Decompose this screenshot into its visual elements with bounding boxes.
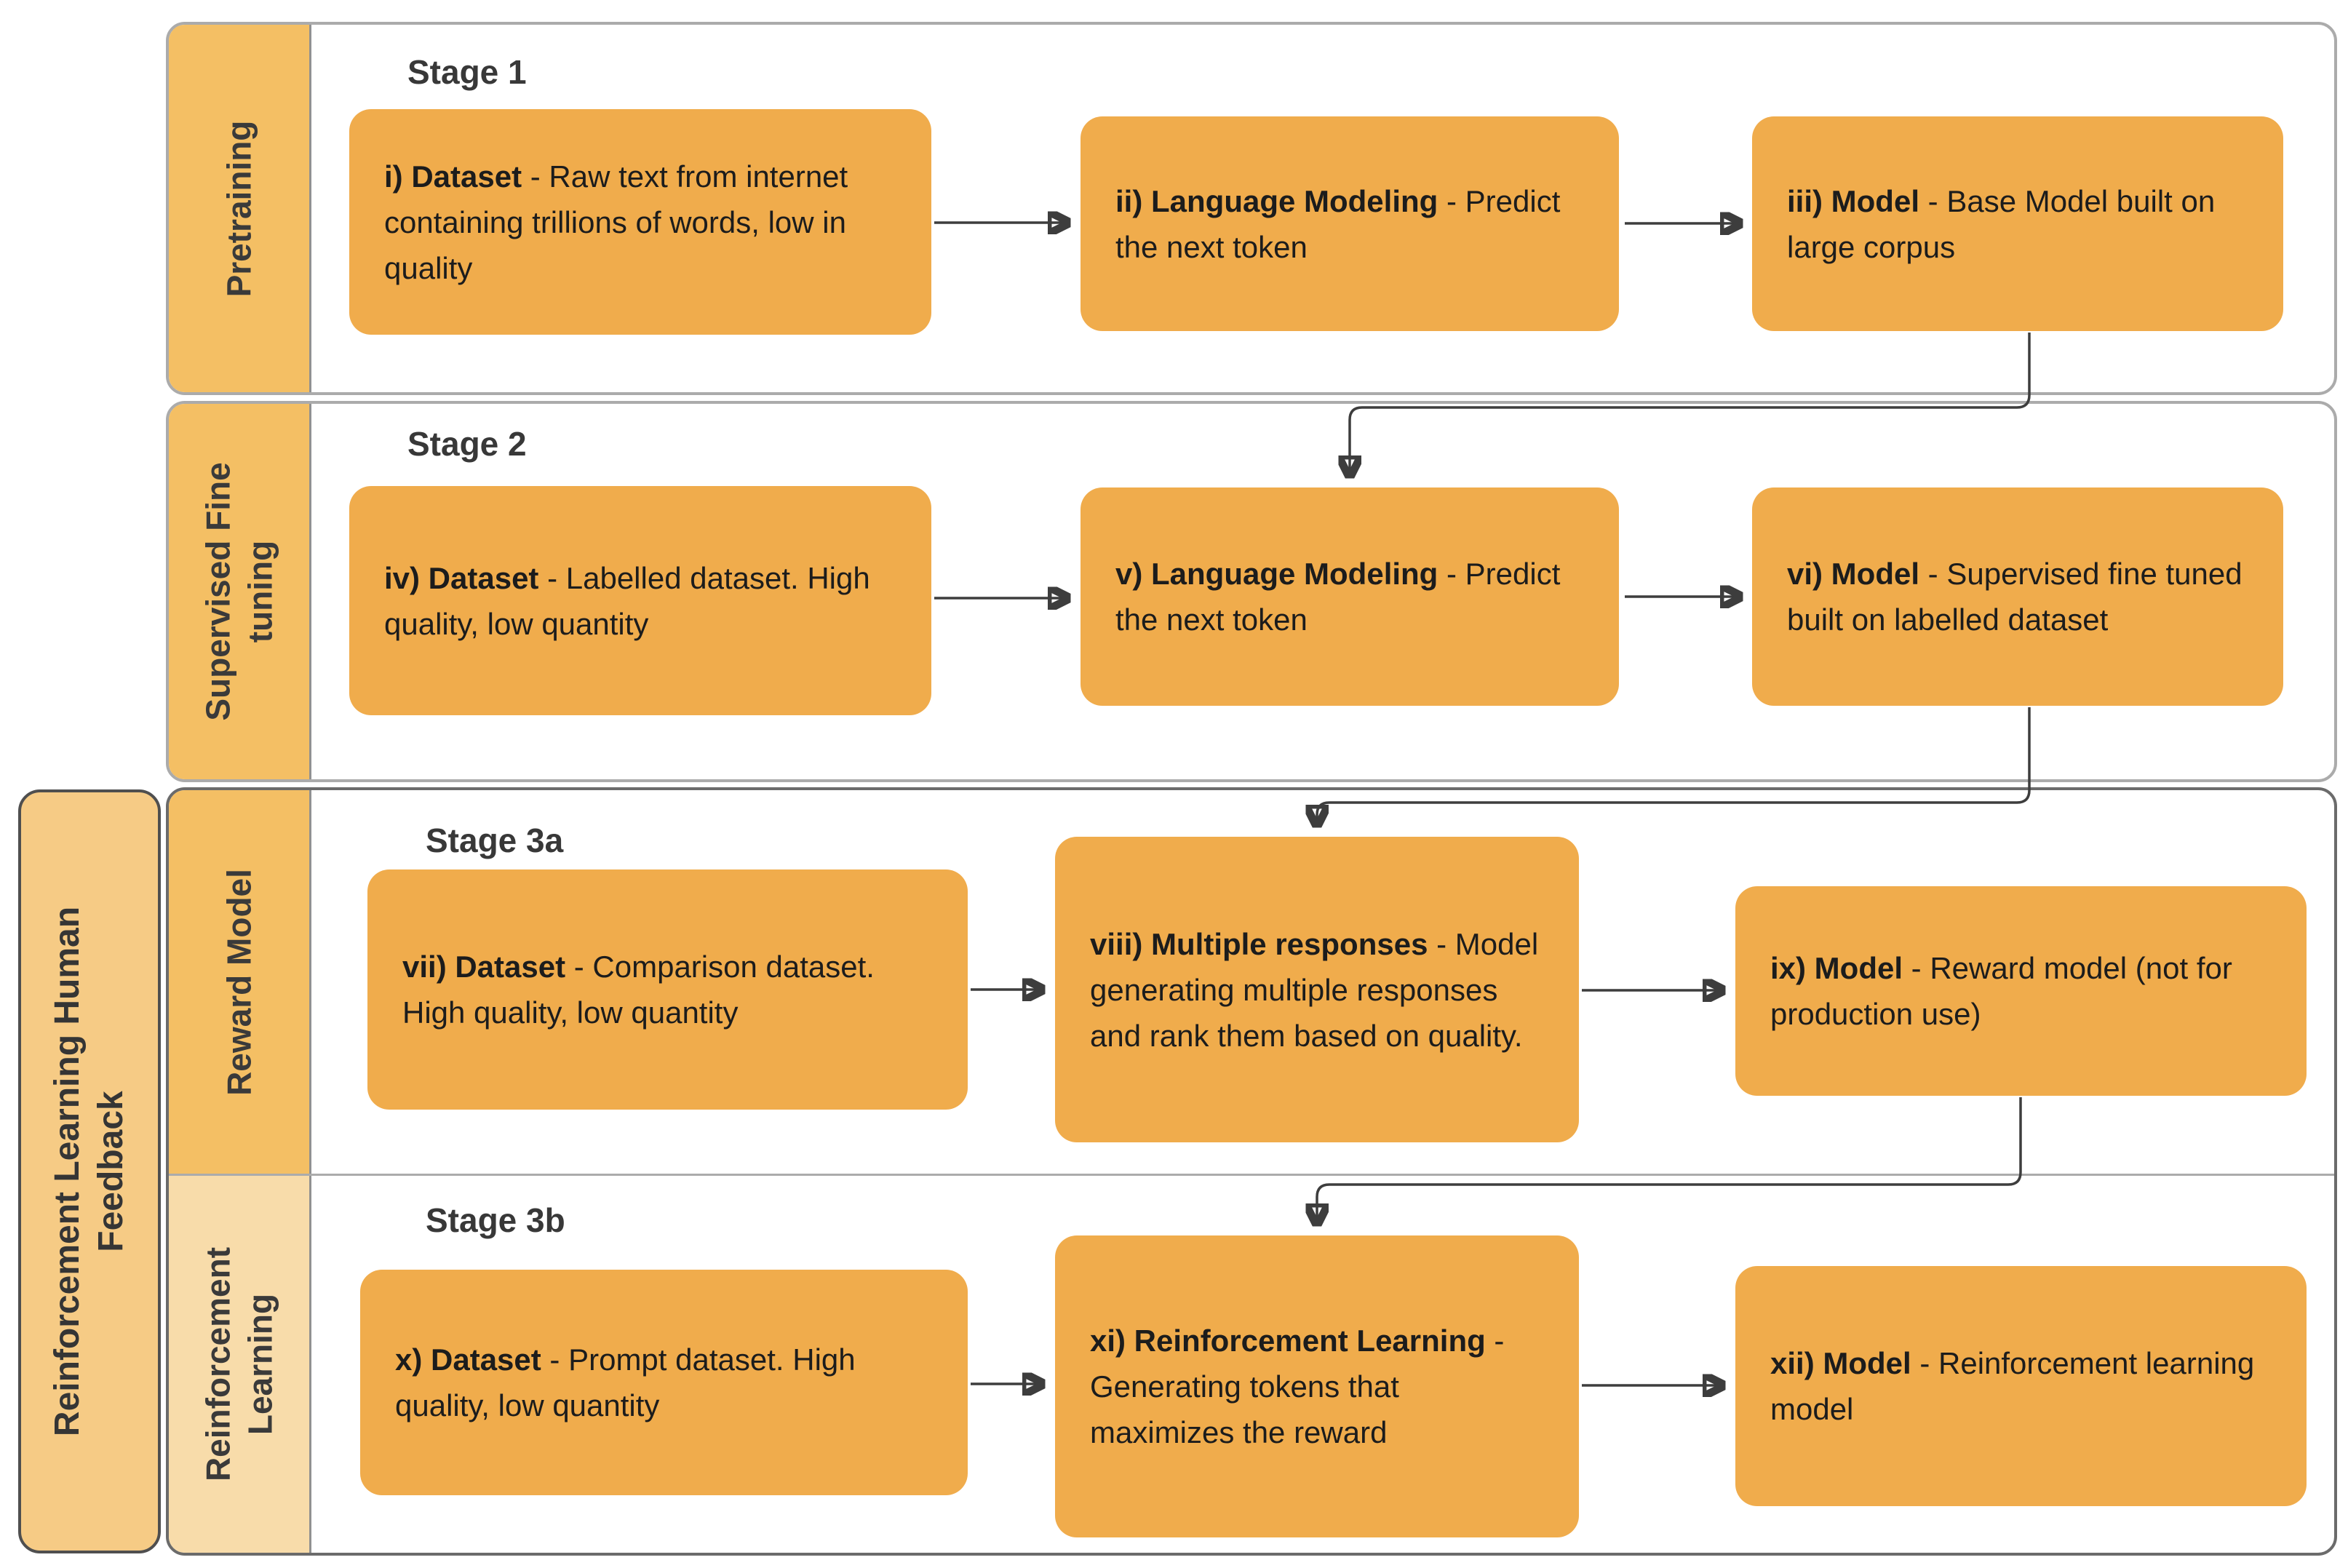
strip-reinforcement-learning: Reinforcement Learning	[169, 1176, 311, 1553]
strip-pretraining: Pretraining	[169, 25, 311, 392]
box-ix-text: ix) Model - Reward model (not for produc…	[1770, 951, 2232, 1031]
strip-label-reinforcement-learning: Reinforcement Learning	[199, 1246, 279, 1482]
box-xii-model: xii) Model - Reinforcement learning mode…	[1735, 1266, 2307, 1506]
box-iv-dataset: iv) Dataset - Labelled dataset. High qua…	[349, 486, 931, 715]
box-i-dataset: i) Dataset - Raw text from internet cont…	[349, 109, 931, 335]
box-v-language-modeling: v) Language Modeling - Predict the next …	[1081, 487, 1619, 706]
stage-title-3a: Stage 3a	[426, 821, 564, 859]
rlhf-sidebar: Reinforcement Learning Human Feedback	[18, 789, 161, 1553]
rlhf-sidebar-label: Reinforcement Learning Human Feedback	[48, 906, 130, 1437]
strip-label-pretraining: Pretraining	[219, 120, 258, 297]
box-viii-multiple-responses: viii) Multiple responses - Model generat…	[1055, 837, 1579, 1142]
box-ii-language-modeling: ii) Language Modeling - Predict the next…	[1081, 116, 1619, 331]
strip-reward-model: Reward Model	[169, 790, 311, 1174]
box-xi-reinforcement-learning: xi) Reinforcement Learning - Generating …	[1055, 1235, 1579, 1537]
stage-title-1: Stage 1	[407, 53, 527, 91]
strip-label-supervised-fine-tuning: Supervised Fine tuning	[199, 462, 279, 721]
box-xii-text: xii) Model - Reinforcement learning mode…	[1770, 1346, 2255, 1426]
box-vii-text: vii) Dataset - Comparison dataset. High …	[402, 950, 875, 1030]
box-ii-text: ii) Language Modeling - Predict the next…	[1115, 183, 1561, 264]
box-i-text: i) Dataset - Raw text from internet cont…	[384, 159, 848, 285]
row-divider-3a-3b	[169, 1174, 2334, 1176]
box-viii-text: viii) Multiple responses - Model generat…	[1090, 926, 1539, 1053]
box-iii-model: iii) Model - Base Model built on large c…	[1752, 116, 2283, 331]
box-iv-text: iv) Dataset - Labelled dataset. High qua…	[384, 560, 870, 641]
box-x-text: x) Dataset - Prompt dataset. High qualit…	[395, 1342, 856, 1422]
stage-title-2: Stage 2	[407, 425, 527, 463]
box-xi-text: xi) Reinforcement Learning - Generating …	[1090, 1324, 1505, 1449]
box-vi-model: vi) Model - Supervised fine tuned built …	[1752, 487, 2283, 706]
stage-title-3b: Stage 3b	[426, 1201, 565, 1239]
box-vii-dataset: vii) Dataset - Comparison dataset. High …	[367, 869, 968, 1110]
box-iii-text: iii) Model - Base Model built on large c…	[1787, 183, 2216, 264]
box-vi-text: vi) Model - Supervised fine tuned built …	[1787, 557, 2242, 637]
strip-supervised-fine-tuning: Supervised Fine tuning	[169, 404, 311, 779]
box-x-dataset: x) Dataset - Prompt dataset. High qualit…	[360, 1270, 968, 1495]
box-v-text: v) Language Modeling - Predict the next …	[1115, 557, 1561, 637]
box-ix-model: ix) Model - Reward model (not for produc…	[1735, 886, 2307, 1096]
strip-label-reward-model: Reward Model	[219, 868, 258, 1096]
